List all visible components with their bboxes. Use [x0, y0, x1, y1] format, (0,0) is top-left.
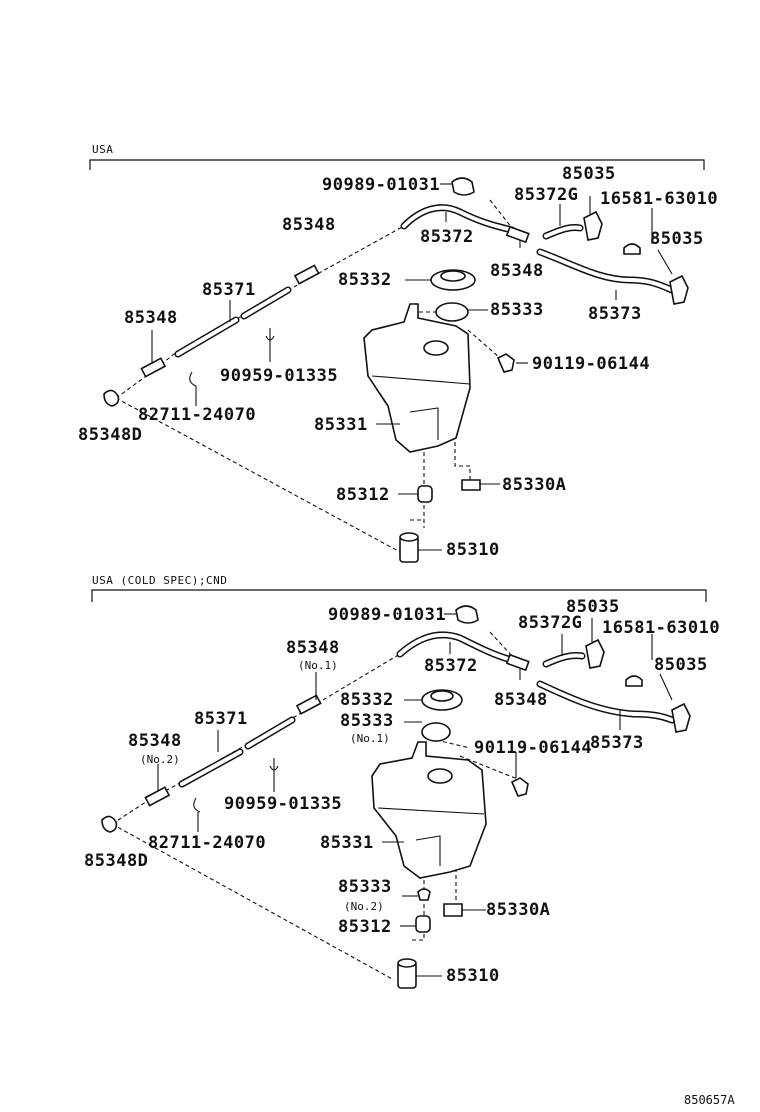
label-85373: 85373: [588, 304, 642, 324]
clip-90959: [269, 758, 279, 772]
label-85348-joint: 85348: [490, 261, 544, 281]
label-90119-06144: 90119-06144: [532, 354, 650, 374]
assembly-line-filter: [435, 739, 521, 781]
filter-85333-no2: [417, 888, 431, 901]
label-85372: 85372: [424, 656, 478, 676]
note-85333-no2: (No.2): [344, 900, 384, 913]
section-heading: USA (COLD SPEC);CND: [92, 574, 227, 587]
assembly-line-main: [111, 653, 401, 825]
label-85348d: 85348D: [84, 851, 148, 871]
label-85332: 85332: [340, 690, 394, 710]
label-85348-left: 85348: [124, 308, 178, 328]
label-90959-01335: 90959-01335: [220, 366, 338, 386]
label-82711-24070: 82711-24070: [138, 405, 256, 425]
note-85348-no1: (No.1): [298, 659, 338, 672]
assembly-line-grommet: [410, 452, 425, 528]
label-85333-no2: 85333: [338, 877, 392, 897]
filter-85333: [435, 302, 469, 322]
section-usa: USA: [78, 143, 718, 563]
label-85035-right: 85035: [650, 229, 704, 249]
label-85371: 85371: [194, 709, 248, 729]
label-85348-no1: 85348: [286, 638, 340, 658]
label-85371: 85371: [202, 280, 256, 300]
elbow-85348d: [101, 815, 118, 833]
section-bracket: [89, 159, 705, 170]
label-85330a: 85330A: [502, 475, 566, 495]
label-85312: 85312: [336, 485, 390, 505]
assembly-line-grommet: [412, 866, 425, 941]
section-heading: USA: [92, 143, 113, 156]
clip-90959: [265, 328, 275, 342]
connector-85348-joint: [505, 225, 530, 244]
label-85330a: 85330A: [486, 900, 550, 920]
plug-85330a: [461, 479, 481, 491]
label-85310: 85310: [446, 966, 500, 986]
tank-filler-neck: [427, 768, 453, 784]
reservoir-tank-85331: [363, 303, 471, 453]
nozzle-85035-right: [669, 274, 689, 305]
connector-85348-no2: [144, 786, 171, 807]
label-85035-upper: 85035: [566, 597, 620, 617]
label-85332: 85332: [338, 270, 392, 290]
section-usa-cold-spec-cnd: USA (COLD SPEC);CND: [84, 574, 720, 989]
assembly-line-pump: [111, 823, 395, 981]
assembly-line-main: [115, 225, 405, 399]
label-85333: 85333: [490, 300, 544, 320]
assembly-line-joint: [489, 199, 513, 229]
connector-85348-left: [140, 357, 167, 378]
plug-85330a: [443, 903, 463, 917]
assembly-line-pump: [115, 397, 401, 553]
grommet-16581: [623, 243, 641, 255]
label-90989-01031: 90989-01031: [322, 175, 440, 195]
connector-85348-upper: [293, 264, 320, 285]
nozzle-85035-upper: [585, 638, 605, 669]
nozzle-85035-right: [671, 702, 691, 733]
nozzle-85035-upper: [583, 210, 603, 241]
connector-85348-no1: [295, 694, 322, 715]
reservoir-tank-85331: [371, 741, 487, 879]
bolt-90119: [510, 777, 529, 797]
grommet-85312: [415, 915, 431, 933]
label-16581-63010: 16581-63010: [600, 189, 718, 209]
clamp-90989: [451, 177, 475, 196]
section-bracket: [91, 589, 707, 602]
grommet-16581: [625, 675, 643, 687]
assembly-line-joint: [489, 631, 513, 657]
label-85373: 85373: [590, 733, 644, 753]
note-85333-no1: (No.1): [350, 732, 390, 745]
elbow-85348d: [103, 389, 120, 407]
label-85348-no2: 85348: [128, 731, 182, 751]
label-85348-upper: 85348: [282, 215, 336, 235]
label-85035-right: 85035: [654, 655, 708, 675]
grommet-85312: [417, 485, 433, 503]
label-85310: 85310: [446, 540, 500, 560]
label-16581-63010: 16581-63010: [602, 618, 720, 638]
label-85372: 85372: [420, 227, 474, 247]
clamp-82711: [189, 371, 197, 387]
label-85372g: 85372G: [518, 613, 582, 633]
label-85348d: 85348D: [78, 425, 142, 445]
label-85333-no1: 85333: [340, 711, 394, 731]
bolt-90119: [496, 353, 515, 373]
note-85348-no2: (No.2): [140, 753, 180, 766]
label-90989-01031: 90989-01031: [328, 605, 446, 625]
clamp-82711: [193, 797, 201, 813]
label-85348-joint: 85348: [494, 690, 548, 710]
label-90119-06144: 90119-06144: [474, 738, 592, 758]
assembly-line-cap-plug: [454, 442, 471, 480]
label-85372g: 85372G: [514, 185, 578, 205]
tank-filler-neck: [423, 340, 449, 356]
filter-85333-no1: [421, 722, 451, 742]
label-85035-upper: 85035: [562, 164, 616, 184]
connector-85348-joint: [505, 653, 530, 672]
label-90959-01335: 90959-01335: [224, 794, 342, 814]
label-85331: 85331: [320, 833, 374, 853]
label-82711-24070: 82711-24070: [148, 833, 266, 853]
label-85331: 85331: [314, 415, 368, 435]
clamp-90989: [455, 605, 479, 624]
label-85312: 85312: [338, 917, 392, 937]
diagram-reference-number: 850657A: [684, 1093, 735, 1107]
